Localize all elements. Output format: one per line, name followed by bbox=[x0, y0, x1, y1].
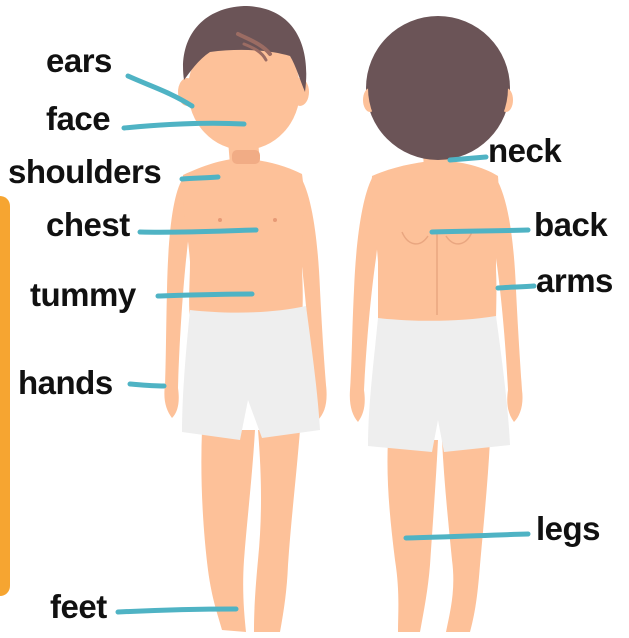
label-ears: ears bbox=[46, 44, 112, 77]
label-shoulders: shoulders bbox=[8, 155, 161, 188]
pointer-shoulders bbox=[182, 177, 218, 179]
pointer-chest bbox=[140, 230, 256, 232]
label-feet: feet bbox=[50, 590, 107, 623]
back-torso bbox=[372, 160, 499, 325]
pointer-arms bbox=[498, 286, 534, 288]
front-figure bbox=[164, 6, 326, 632]
pointer-tummy bbox=[158, 294, 252, 296]
pointer-back bbox=[432, 230, 528, 232]
label-legs: legs bbox=[536, 512, 600, 545]
label-arms: arms bbox=[536, 264, 613, 297]
pointer-feet bbox=[118, 609, 236, 612]
front-right-leg bbox=[254, 430, 300, 632]
front-left-leg bbox=[201, 430, 255, 632]
front-neck-shadow bbox=[232, 150, 260, 164]
back-shorts bbox=[368, 316, 510, 452]
label-chest: chest bbox=[46, 208, 130, 241]
label-neck: neck bbox=[488, 134, 561, 167]
pointer-neck bbox=[450, 157, 486, 160]
label-back: back bbox=[534, 208, 607, 241]
pointer-hands bbox=[130, 384, 164, 386]
label-hands: hands bbox=[18, 366, 113, 399]
label-tummy: tummy bbox=[30, 278, 136, 311]
label-face: face bbox=[46, 102, 110, 135]
front-shorts bbox=[182, 306, 320, 440]
